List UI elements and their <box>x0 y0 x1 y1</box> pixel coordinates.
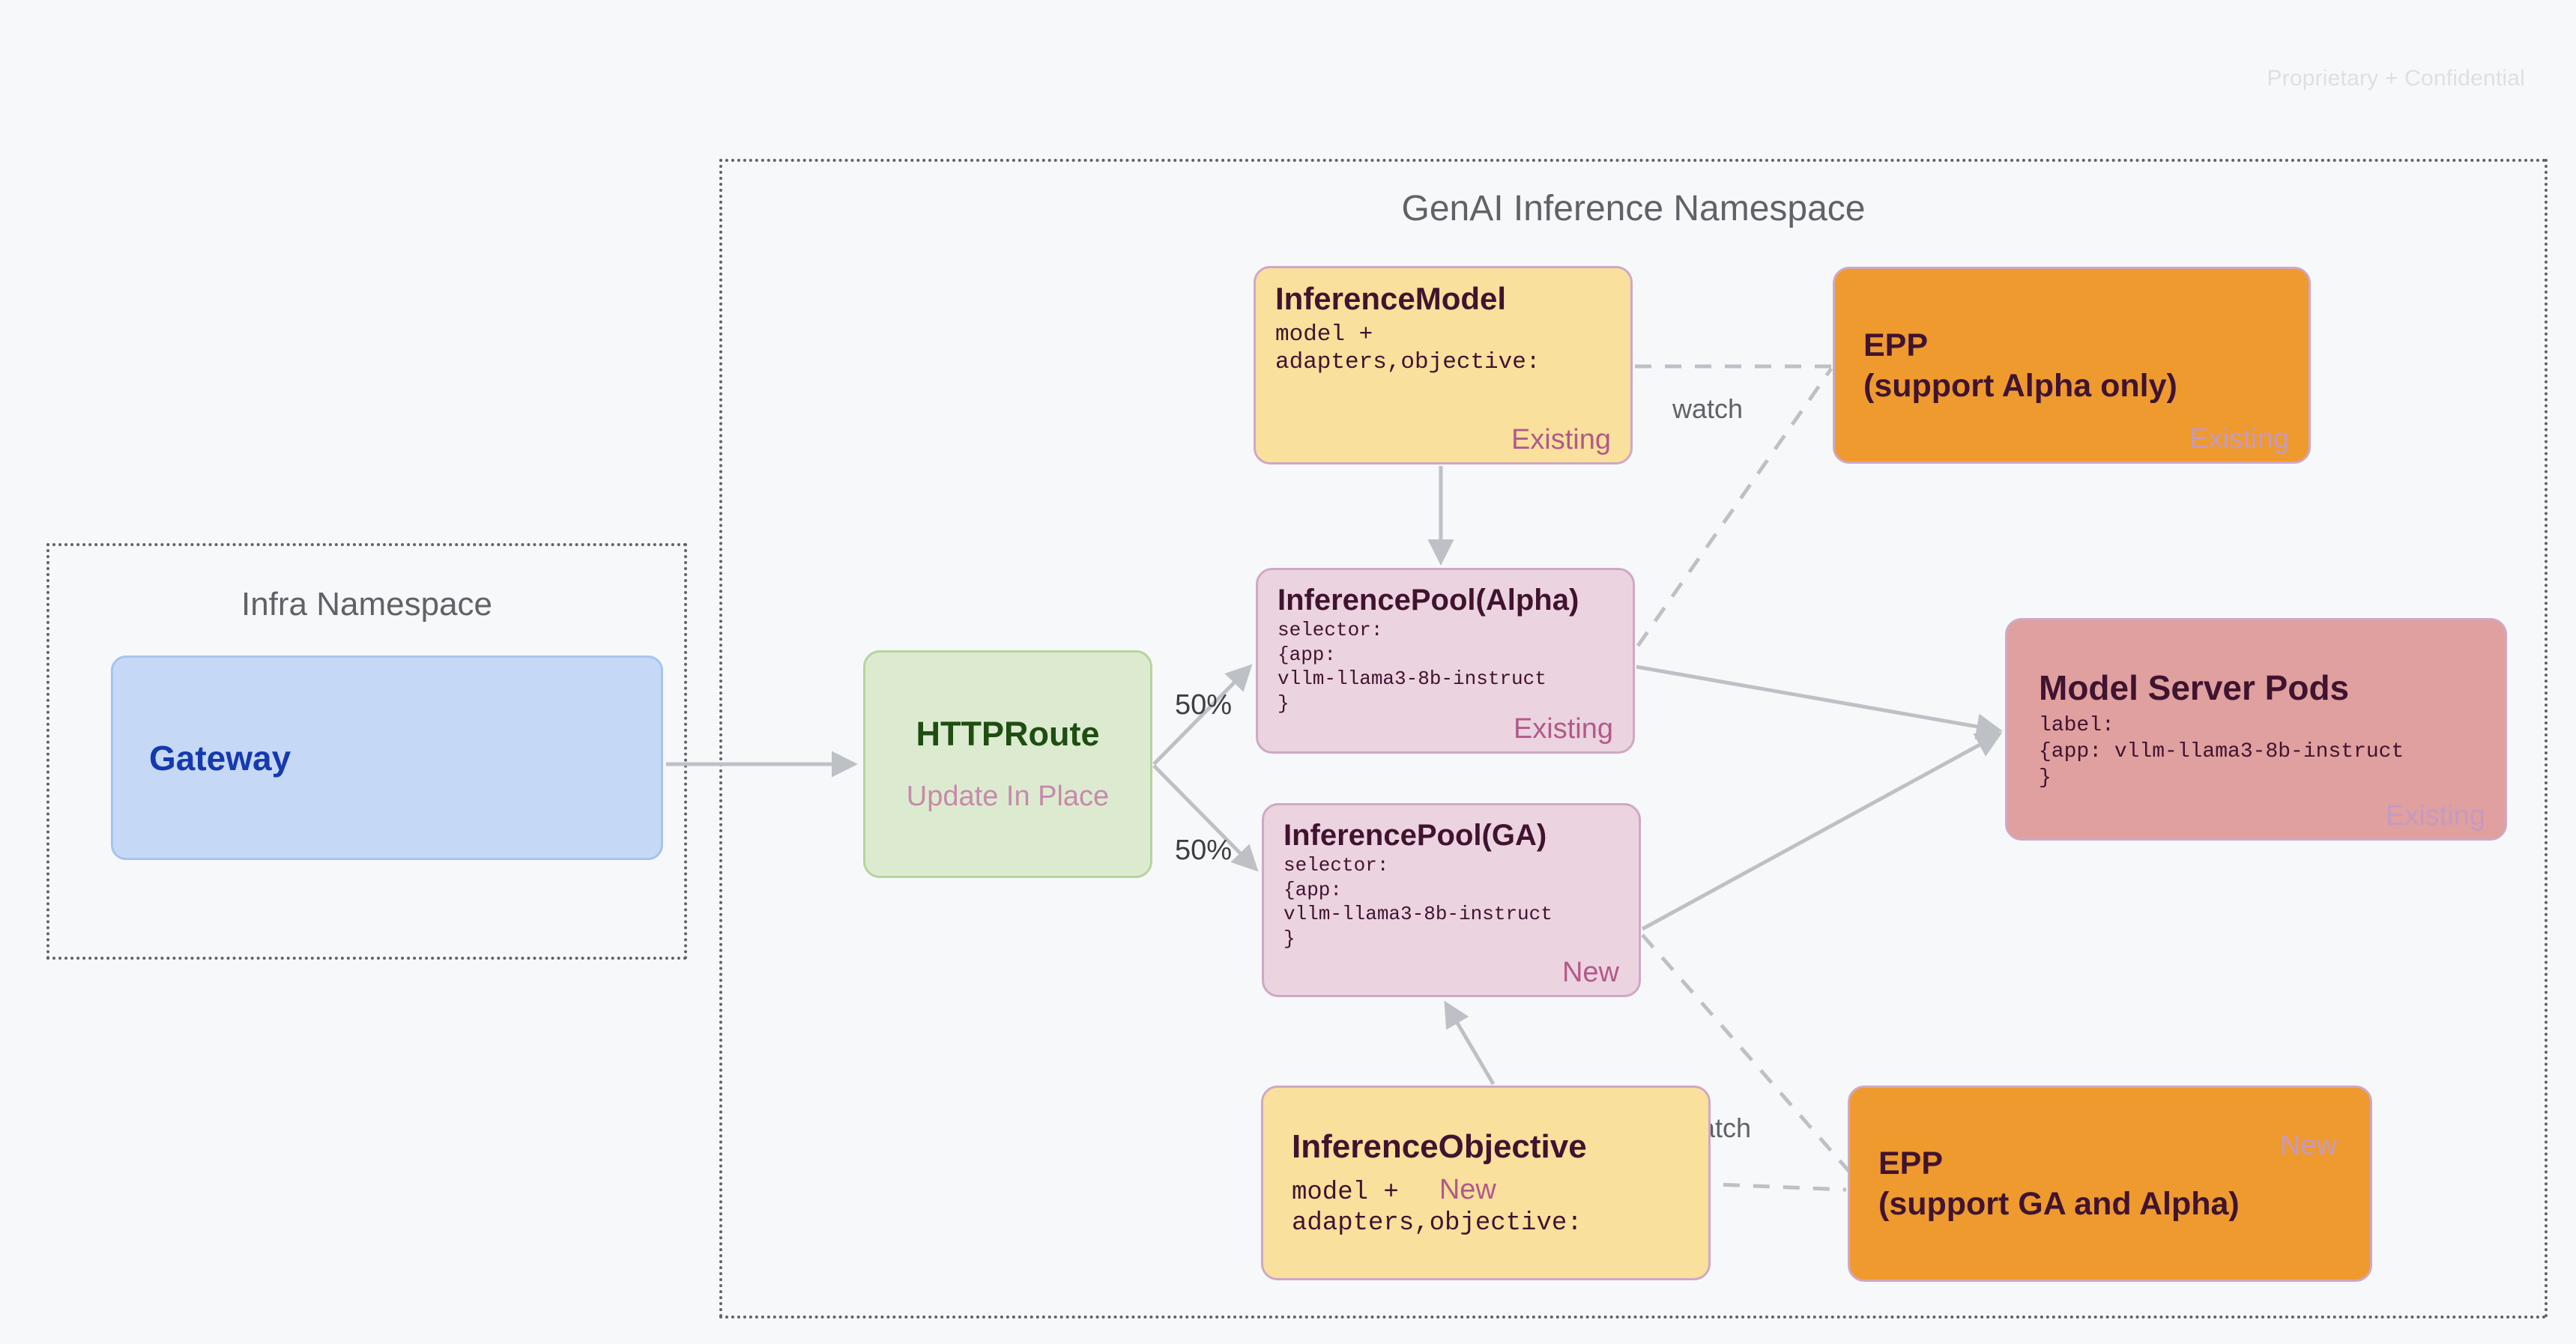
node-epp-ga[interactable]: EPP (support GA and Alpha) New <box>1848 1086 2372 1282</box>
epp-alpha-status-badge: Existing <box>2189 423 2289 455</box>
node-gateway[interactable]: Gateway <box>111 656 663 860</box>
infra-namespace-title: Infra Namespace <box>241 586 493 623</box>
inference-model-status-badge: Existing <box>1511 424 1611 455</box>
node-inference-pool-ga[interactable]: InferencePool(GA) selector: {app: vllm-l… <box>1262 803 1641 997</box>
httproute-title: HTTPRoute <box>916 714 1100 753</box>
edge-label-watch-top: watch <box>1672 393 1744 424</box>
httproute-subtitle: Update In Place <box>906 781 1110 813</box>
model-server-pods-status-badge: Existing <box>2385 800 2485 832</box>
gateway-title: Gateway <box>149 739 291 778</box>
epp-alpha-title-line1: EPP <box>1863 327 1929 363</box>
node-httproute[interactable]: HTTPRoute Update In Place <box>863 650 1152 878</box>
pool-alpha-body: selector: {app: vllm-llama3-8b-instruct … <box>1278 619 1546 715</box>
genai-namespace-title: GenAI Inference Namespace <box>1401 189 1866 228</box>
pool-alpha-title: InferencePool(Alpha) <box>1278 584 1579 617</box>
inference-objective-body-row: model + New <box>1292 1174 1689 1208</box>
node-model-server-pods[interactable]: Model Server Pods label: {app: vllm-llam… <box>2005 618 2507 841</box>
epp-ga-title-line1: EPP <box>1878 1145 1944 1182</box>
epp-ga-title-line2: (support GA and Alpha) <box>1878 1186 2240 1222</box>
node-inference-model[interactable]: InferenceModel model + adapters,objectiv… <box>1254 266 1633 464</box>
edge-label-split-bottom: 50% <box>1175 835 1233 866</box>
inference-objective-status-badge: New <box>1439 1173 1496 1205</box>
confidentiality-watermark: Proprietary + Confidential <box>2267 66 2525 91</box>
edge-label-split-top: 50% <box>1175 689 1233 721</box>
model-server-pods-title: Model Server Pods <box>2039 668 2350 707</box>
pool-ga-body: selector: {app: vllm-llama3-8b-instruct … <box>1284 854 1552 950</box>
infra-namespace-container: Infra Namespace <box>46 543 687 960</box>
inference-model-title: InferenceModel <box>1275 281 1507 316</box>
pool-alpha-status-badge: Existing <box>1513 713 1613 745</box>
pool-ga-status-badge: New <box>1561 957 1619 988</box>
node-inference-objective[interactable]: InferenceObjective model + New adapters,… <box>1261 1086 1711 1280</box>
model-server-pods-body: label: {app: vllm-llama3-8b-instruct } <box>2039 714 2404 790</box>
pool-ga-title: InferencePool(GA) <box>1284 819 1547 852</box>
inference-model-body: model + adapters,objective: <box>1275 321 1541 376</box>
node-epp-alpha[interactable]: EPP (support Alpha only) Existing <box>1833 267 2311 464</box>
inference-objective-body-line1: model + <box>1292 1178 1399 1207</box>
genai-namespace-container: GenAI Inference Namespace <box>719 159 2548 1319</box>
node-inference-pool-alpha[interactable]: InferencePool(Alpha) selector: {app: vll… <box>1256 568 1635 754</box>
inference-objective-body-line2: adapters,objective: <box>1292 1208 1582 1238</box>
inference-objective-title: InferenceObjective <box>1292 1127 1587 1165</box>
epp-alpha-title-line2: (support Alpha only) <box>1863 367 2177 404</box>
epp-ga-status-badge: New <box>2279 1130 2337 1161</box>
